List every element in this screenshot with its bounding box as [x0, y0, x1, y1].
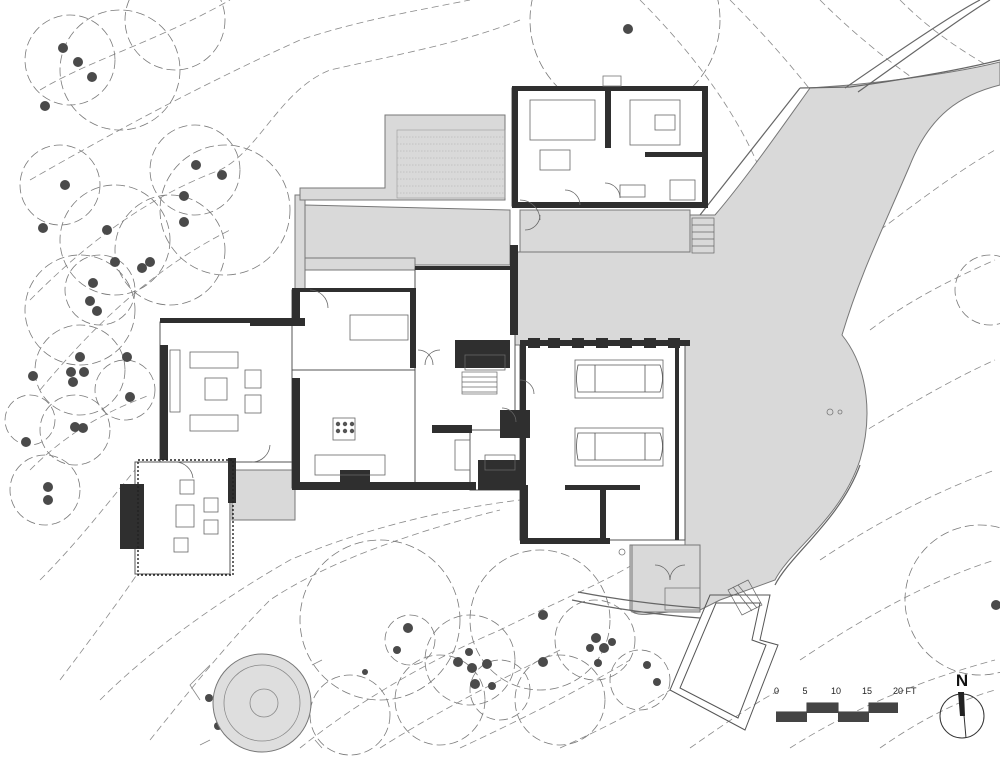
stairs: [461, 217, 763, 616]
vehicles: [576, 364, 663, 461]
misc-fixtures: [602, 75, 843, 611]
patio-deck: [299, 114, 506, 201]
scale-segment: [869, 703, 898, 713]
floor-plan: [120, 75, 843, 616]
road-lines: [571, 0, 1000, 619]
scale-segment: [807, 703, 838, 713]
scale-bar: 0 5 10 15 20 FT: [774, 686, 917, 722]
scale-segment: [838, 712, 869, 722]
furniture: [169, 99, 696, 553]
range-burners: [335, 421, 355, 434]
door-swings: [174, 182, 686, 581]
scale-tick-label: 10: [831, 686, 841, 696]
walls: [120, 86, 708, 549]
scale-tick-label: 0: [774, 686, 779, 696]
entry-walkway: [669, 594, 779, 731]
scale-tick-label: 15: [862, 686, 872, 696]
north-label: N: [956, 671, 968, 690]
tree-trunks: [21, 24, 1000, 730]
scale-segment: [776, 712, 807, 722]
contour-lines: [29, 0, 996, 749]
scale-tick-label: 5: [802, 686, 807, 696]
scale-tick-label: 20 FT: [893, 686, 917, 696]
covered-porch: [137, 459, 234, 576]
north-arrow: N: [939, 671, 985, 739]
fire-pit: [189, 653, 323, 753]
tree-canopies: [4, 0, 1000, 756]
garage-door-piers: [528, 338, 680, 348]
driveway: [514, 61, 1000, 615]
